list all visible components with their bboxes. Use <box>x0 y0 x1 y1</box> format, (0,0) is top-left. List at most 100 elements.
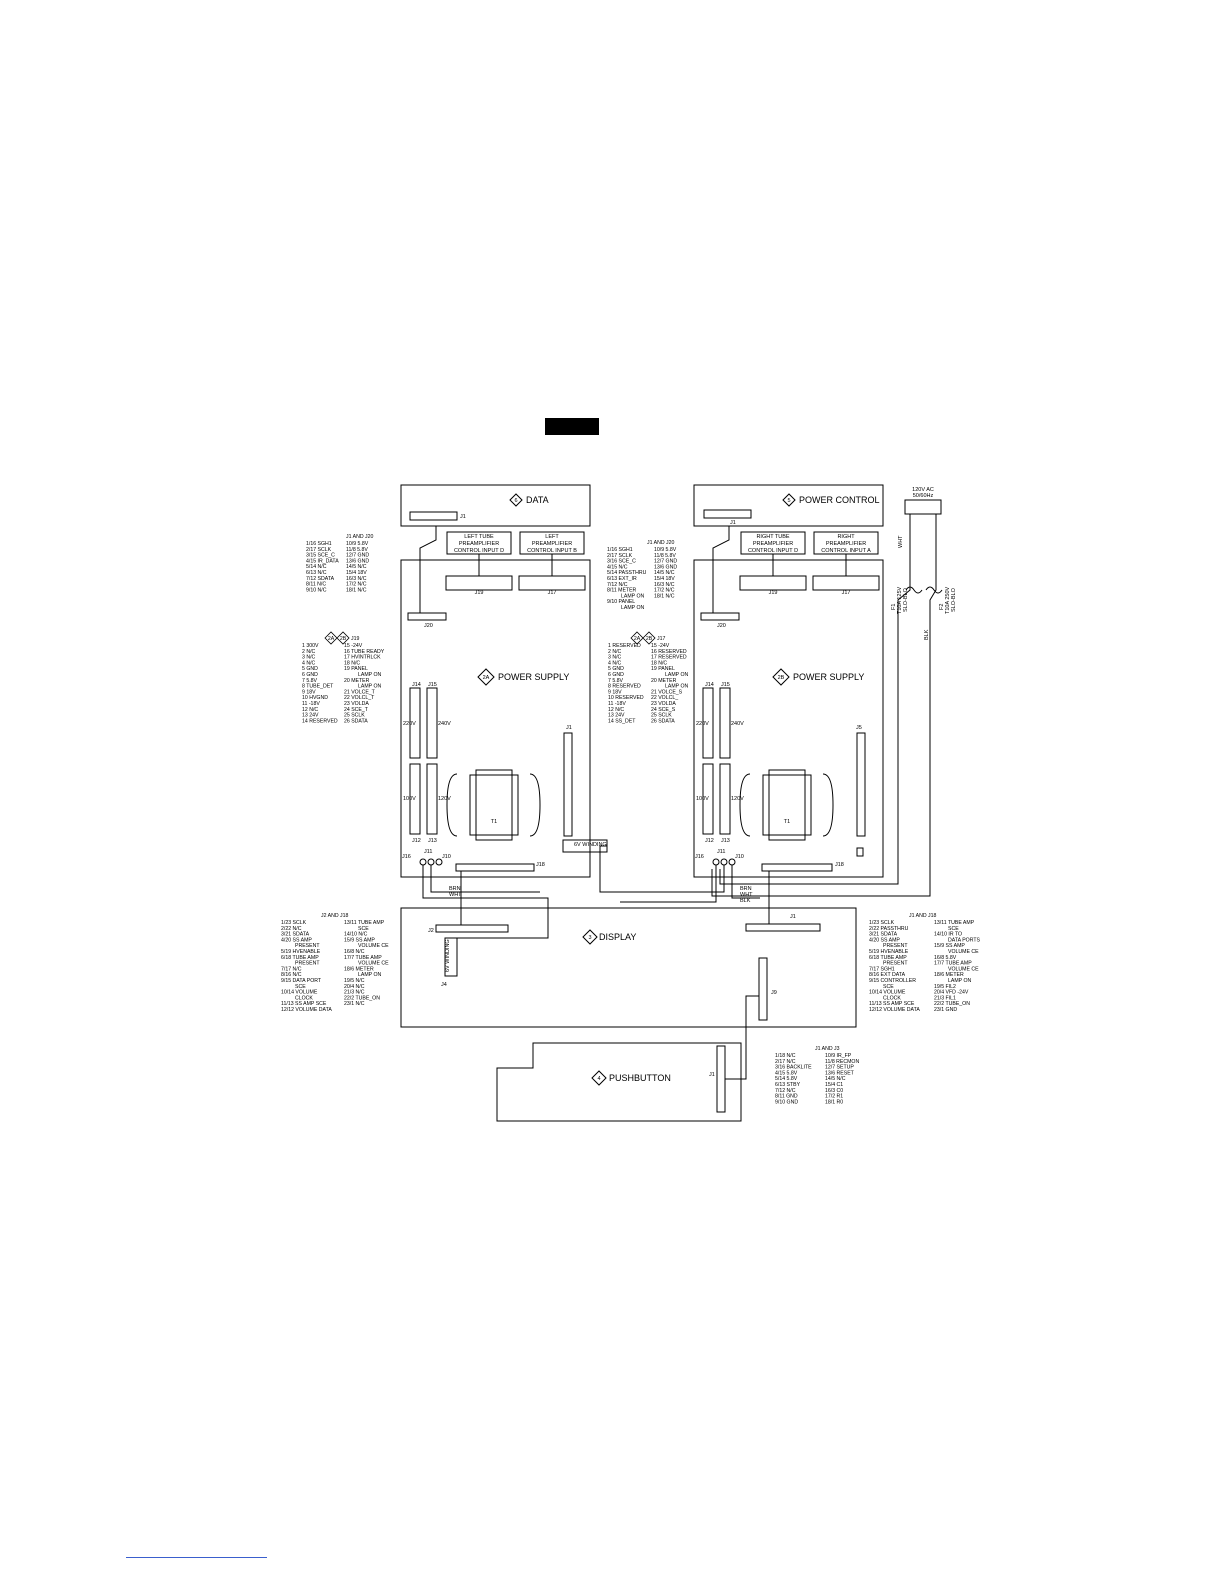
page-footer-rule <box>126 1557 267 1558</box>
pinout-entry: 15/4 18V <box>654 576 675 582</box>
pinout-entry: 21/3 FIL1 <box>934 995 956 1001</box>
left-input-box: LEFT PREAMPLIFIER CONTROL INPUT B <box>519 531 585 576</box>
pinout-entry: 15 -24V <box>344 643 363 649</box>
pinout-entry: 15/9 SS AMP <box>344 937 375 943</box>
pinout-entry: 20/4 VFD -24V <box>934 990 969 996</box>
pinout-entry: 19 PANEL <box>651 666 675 672</box>
svg-text:LEFT TUBE: LEFT TUBE <box>464 534 494 540</box>
pinout-entry: 6/13 N/C <box>306 570 327 576</box>
pinout-entry: 23/1 N/C <box>344 1001 365 1007</box>
pinout-entry: 16 RESERVED <box>651 649 687 655</box>
data-module: 6 DATA J1 <box>400 484 591 527</box>
pinout-entry: 16/3 N/C <box>346 576 367 582</box>
pushbutton-badge <box>591 1070 607 1086</box>
pinout-entry: 3/21 SDATA <box>869 932 898 938</box>
svg-text:50/60Hz: 50/60Hz <box>913 493 934 499</box>
svg-text:BLK: BLK <box>924 629 930 640</box>
pinout-entry: CLOCK <box>295 995 313 1001</box>
svg-text:RIGHT TUBE: RIGHT TUBE <box>756 534 789 540</box>
pinout-entry: 3 N/C <box>302 655 316 661</box>
pinout-entry: 25 SCLK <box>344 713 365 719</box>
pinout-entry: 16/8 5.8V <box>934 955 957 961</box>
pinout-entry: 5/14 5.8V <box>775 1076 798 1082</box>
pinout-entry: 17/2 N/C <box>346 582 367 588</box>
pinout-entry: SCE <box>295 984 306 990</box>
svg-text:6V WINDING: 6V WINDING <box>445 939 451 972</box>
pinout-entry: 14/5 N/C <box>825 1076 846 1082</box>
right-input-box: RIGHT PREAMPLIFIER CONTROL INPUT A <box>813 531 879 576</box>
svg-text:J1: J1 <box>730 520 736 526</box>
display-badge <box>582 929 598 945</box>
pinout-entry: 5/14 PASSTHRU <box>607 570 647 576</box>
power-supply-2b: 2B POWER SUPPLY J20 J19 J17 J14 J15 220V… <box>693 559 884 878</box>
pinout-entry: 16/3 N/C <box>654 582 675 588</box>
redaction-bar <box>545 418 599 435</box>
pinout-entry: VOLUME CE <box>358 961 389 967</box>
svg-text:J12: J12 <box>705 838 714 844</box>
pinout-entry: 2/17 N/C <box>775 1059 796 1065</box>
pinout-entry: 3/16 SCE_C <box>607 559 636 565</box>
pinout-entry: 9/15 DATA PORT <box>281 978 322 984</box>
pinout-entry: 6/13 EXT_IR <box>607 576 637 582</box>
display-module: 3 DISPLAY J2 J1 6V WINDING J4 J9 <box>400 907 857 1028</box>
svg-text:J15: J15 <box>428 682 437 688</box>
data-badge <box>509 493 523 507</box>
svg-text:PREAMPLIFIER: PREAMPLIFIER <box>826 541 866 547</box>
pinout-entry: 1/16 SGH1 <box>607 547 633 553</box>
pinout-entry: 13 24V <box>302 713 319 719</box>
pinout-entry: 4 N/C <box>608 660 622 666</box>
svg-text:BRN: BRN <box>449 886 461 892</box>
svg-text:PREAMPLIFIER: PREAMPLIFIER <box>532 541 572 547</box>
pinout-entry: 11/8 5.8V <box>654 553 676 559</box>
pinout-entry: 8/16 EXT DATA <box>869 972 906 978</box>
pinout-entry: 16/3 C0 <box>825 1088 843 1094</box>
pinout-entry: 10 RESERVED <box>608 695 644 701</box>
pinout-entry: 19/5 FIL2 <box>934 984 956 990</box>
pinout-entry: 2/17 SCLK <box>607 553 633 559</box>
pinout-entry: PRESENT <box>295 943 320 949</box>
pinout-entry: 14 RESERVED <box>302 718 338 724</box>
svg-text:J16: J16 <box>402 854 411 860</box>
pinout-title: J1 AND J3 <box>815 1046 840 1052</box>
svg-text:CONTROL INPUT B: CONTROL INPUT B <box>527 548 577 554</box>
wiring: BRN WHT BRN WHT BLK <box>419 526 770 939</box>
pinout-entry: 1 RESERVED <box>608 643 641 649</box>
pinout-entry: 18/1 N/C <box>346 587 367 593</box>
svg-text:BRN: BRN <box>740 886 752 892</box>
pinout-entry: 17/2 N/C <box>654 588 675 594</box>
svg-text:J20: J20 <box>424 623 433 629</box>
psu-2a-title: POWER SUPPLY <box>498 672 569 682</box>
pinout-entry: 9/15 CONTROLLER <box>869 978 916 984</box>
pinout-entry: LAMP ON <box>948 978 972 984</box>
svg-text:LEFT: LEFT <box>545 534 559 540</box>
svg-text:J16: J16 <box>695 854 704 860</box>
pinout-entry: 4/15 IR_DATA <box>306 558 339 564</box>
pinout-entry: 10/9 5.8V <box>346 541 369 547</box>
pinout-entry: 5 GND <box>302 666 318 672</box>
pinout-entry: 23 VOLDA <box>651 701 676 707</box>
pinout-entry: 17 RESERVED <box>651 655 687 661</box>
svg-text:J1: J1 <box>460 514 466 520</box>
pinout-entry: LAMP ON <box>665 672 689 678</box>
pinout-entry: 8/11 N/C <box>306 582 326 588</box>
svg-text:J15: J15 <box>721 682 730 688</box>
pinout-entry: 19/5 N/C <box>344 978 365 984</box>
pinout-entry: 20 METER <box>344 678 370 684</box>
svg-text:J10: J10 <box>735 854 744 860</box>
pinout-entry: 20 METER <box>651 678 677 684</box>
pinout-entry: 1/16 SGH1 <box>306 541 332 547</box>
pinout-entry: 13/6 GND <box>654 564 677 570</box>
pinout-title: J1 AND J20 <box>647 540 675 546</box>
pinout-entry: 6/13 STBY <box>775 1082 801 1088</box>
pinout-entry: 22 VOLCL_ <box>651 695 678 701</box>
svg-text:100V: 100V <box>696 796 709 802</box>
pinout-entry: 7 5.8V <box>608 678 624 684</box>
pinout-entry: 1/23 SCLK <box>281 920 307 926</box>
power-control-badge <box>782 493 796 507</box>
pinout-entry: 9/10 PANEL <box>607 599 635 605</box>
pinout-entry: 4 N/C <box>302 660 316 666</box>
pinout-entry: 6 GND <box>608 672 624 678</box>
svg-text:3: 3 <box>588 935 591 941</box>
svg-text:PREAMPLIFIER: PREAMPLIFIER <box>753 541 793 547</box>
